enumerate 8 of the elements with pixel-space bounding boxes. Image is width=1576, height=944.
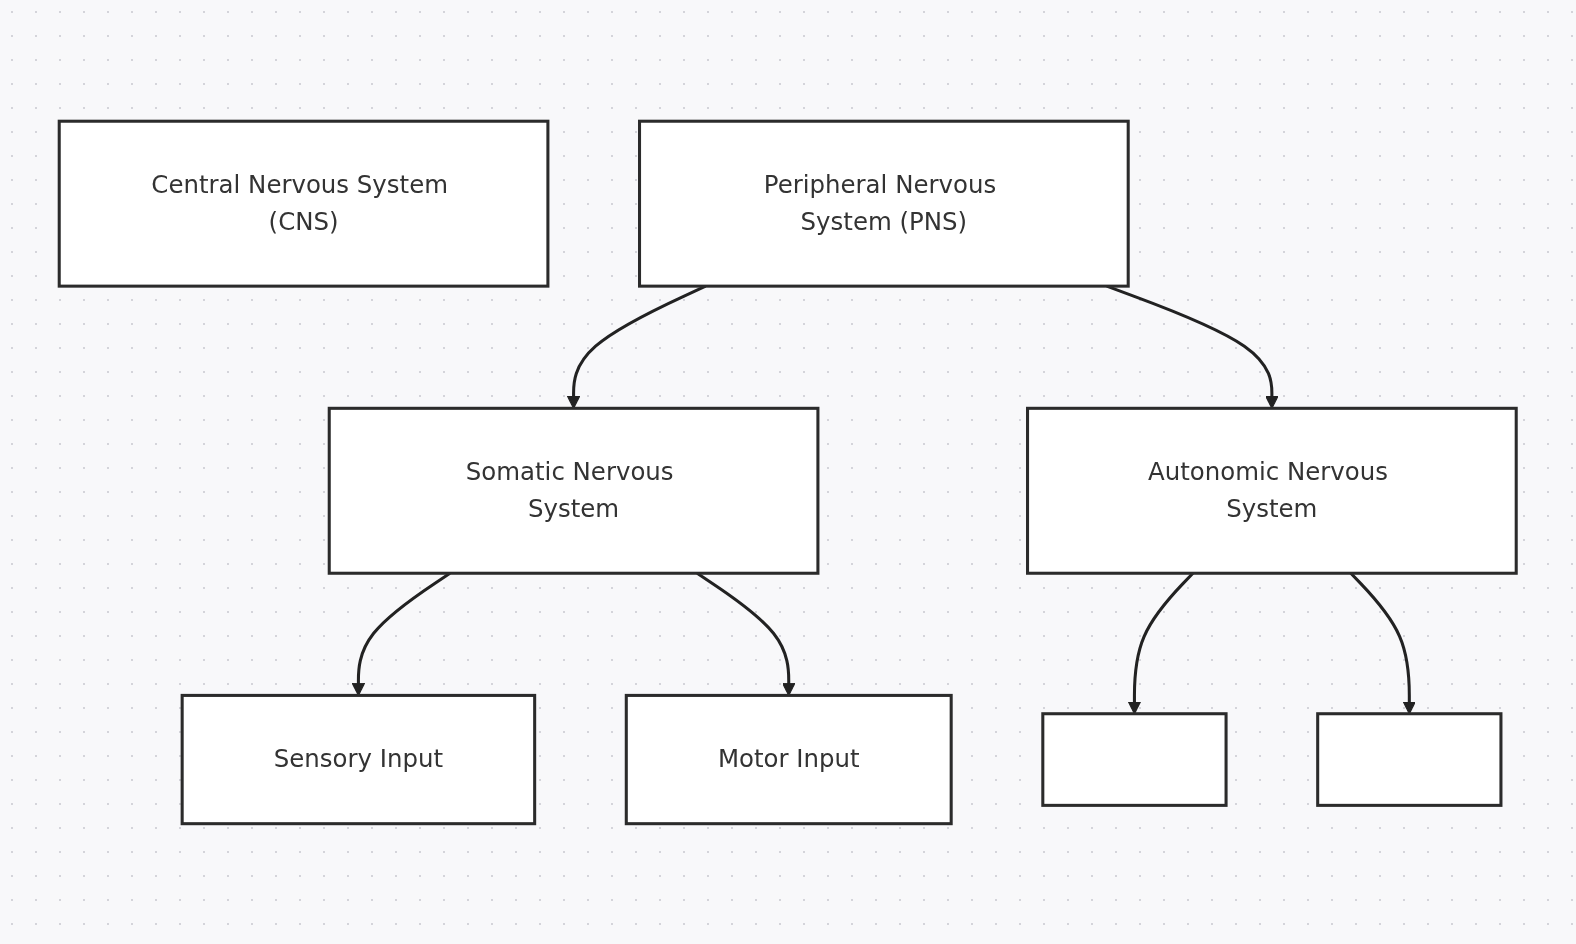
node-box [1041,711,1228,807]
node-box: Peripheral Nervous System (PNS) [638,119,1130,288]
node-box: Autonomic Nervous System [1026,406,1519,575]
node-box: Somatic Nervous System [328,406,820,575]
node-box: Central Nervous System (CNS) [57,119,550,288]
node-box: Sensory Input [180,693,537,825]
node-box: Motor Input [625,693,953,825]
node-box [1316,711,1503,807]
